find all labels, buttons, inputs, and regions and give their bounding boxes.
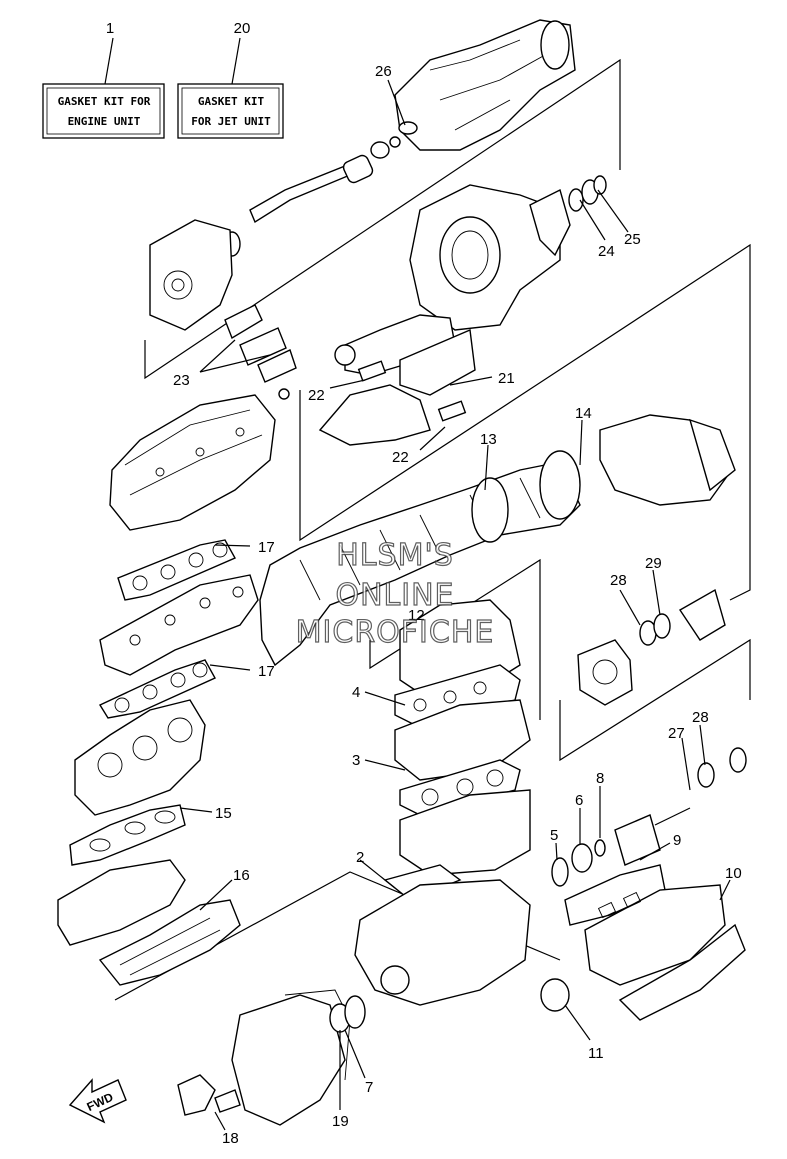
callout-12: 12 (408, 607, 425, 624)
exhaust-pipe-assembly (259, 414, 736, 667)
engine-cover (109, 394, 276, 531)
callout-29: 29 (645, 555, 662, 572)
callout-21: 21 (498, 370, 515, 387)
callout-16: 16 (233, 867, 250, 884)
carburetor-assembly (74, 699, 206, 816)
jet-kit-line2: FOR JET UNIT (191, 115, 271, 128)
callout-1: 1 (106, 20, 114, 37)
bearing-housing (577, 588, 726, 706)
callout-23: 23 (173, 372, 190, 389)
jet-pump-assembly (149, 19, 576, 331)
callout-7: 7 (365, 1079, 373, 1096)
callout-10: 10 (725, 865, 742, 882)
intake-gaskets (57, 804, 241, 986)
jet-kit-line1: GASKET KIT (198, 95, 265, 108)
callout-3: 3 (352, 752, 360, 769)
flywheel-cover (177, 989, 366, 1126)
callout-28a: 28 (610, 572, 627, 589)
watermark-line1: HLSM'S (336, 538, 454, 573)
watermark-line2: ONLINE (335, 578, 454, 613)
forward-direction-arrow: FWD (68, 1078, 127, 1124)
callout-28b: 28 (692, 709, 709, 726)
watermark: HLSM'S ONLINE MICROFICHE (295, 537, 495, 650)
coupler-parts (540, 747, 747, 1012)
callout-numbers: 2 3 4 5 6 7 8 9 10 11 12 13 14 15 16 17 … (173, 63, 742, 1147)
callout-25: 25 (624, 231, 641, 248)
callout-22a: 22 (308, 387, 325, 404)
callout-26: 26 (375, 63, 392, 80)
jet-housing-impeller (409, 175, 607, 331)
callout-17a: 17 (258, 539, 275, 556)
jet-intake-duct (318, 314, 476, 446)
jet-plate-gaskets (224, 304, 297, 400)
callout-8: 8 (596, 770, 604, 787)
callout-14: 14 (575, 405, 592, 422)
leader-lines (179, 79, 731, 1131)
exhaust-manifold (564, 864, 746, 1021)
engine-gasket-kit-label: 1 GASKET KIT FOR ENGINE UNIT (42, 20, 165, 139)
callout-4: 4 (352, 684, 360, 701)
callout-18: 18 (222, 1130, 239, 1147)
callout-19: 19 (332, 1113, 349, 1130)
engine-kit-line2: ENGINE UNIT (68, 115, 141, 128)
callout-22b: 22 (392, 449, 409, 466)
callout-9: 9 (673, 832, 681, 849)
callout-13: 13 (480, 431, 497, 448)
callout-24: 24 (598, 243, 615, 260)
callout-2: 2 (356, 849, 364, 866)
callout-6: 6 (575, 792, 583, 809)
watermark-line3: MICROFICHE (296, 615, 495, 650)
jet-gasket-kit-label: 20 GASKET KIT FOR JET UNIT (177, 20, 284, 139)
cylinder-block-stack (354, 599, 531, 1006)
engine-kit-line1: GASKET KIT FOR (58, 95, 151, 108)
callout-15: 15 (215, 805, 232, 822)
head-gaskets-left (98, 539, 259, 719)
callout-11: 11 (588, 1045, 604, 1062)
callout-5: 5 (550, 827, 558, 844)
callout-27: 27 (668, 725, 685, 742)
callout-17b: 17 (258, 663, 275, 680)
callout-20: 20 (234, 20, 251, 37)
